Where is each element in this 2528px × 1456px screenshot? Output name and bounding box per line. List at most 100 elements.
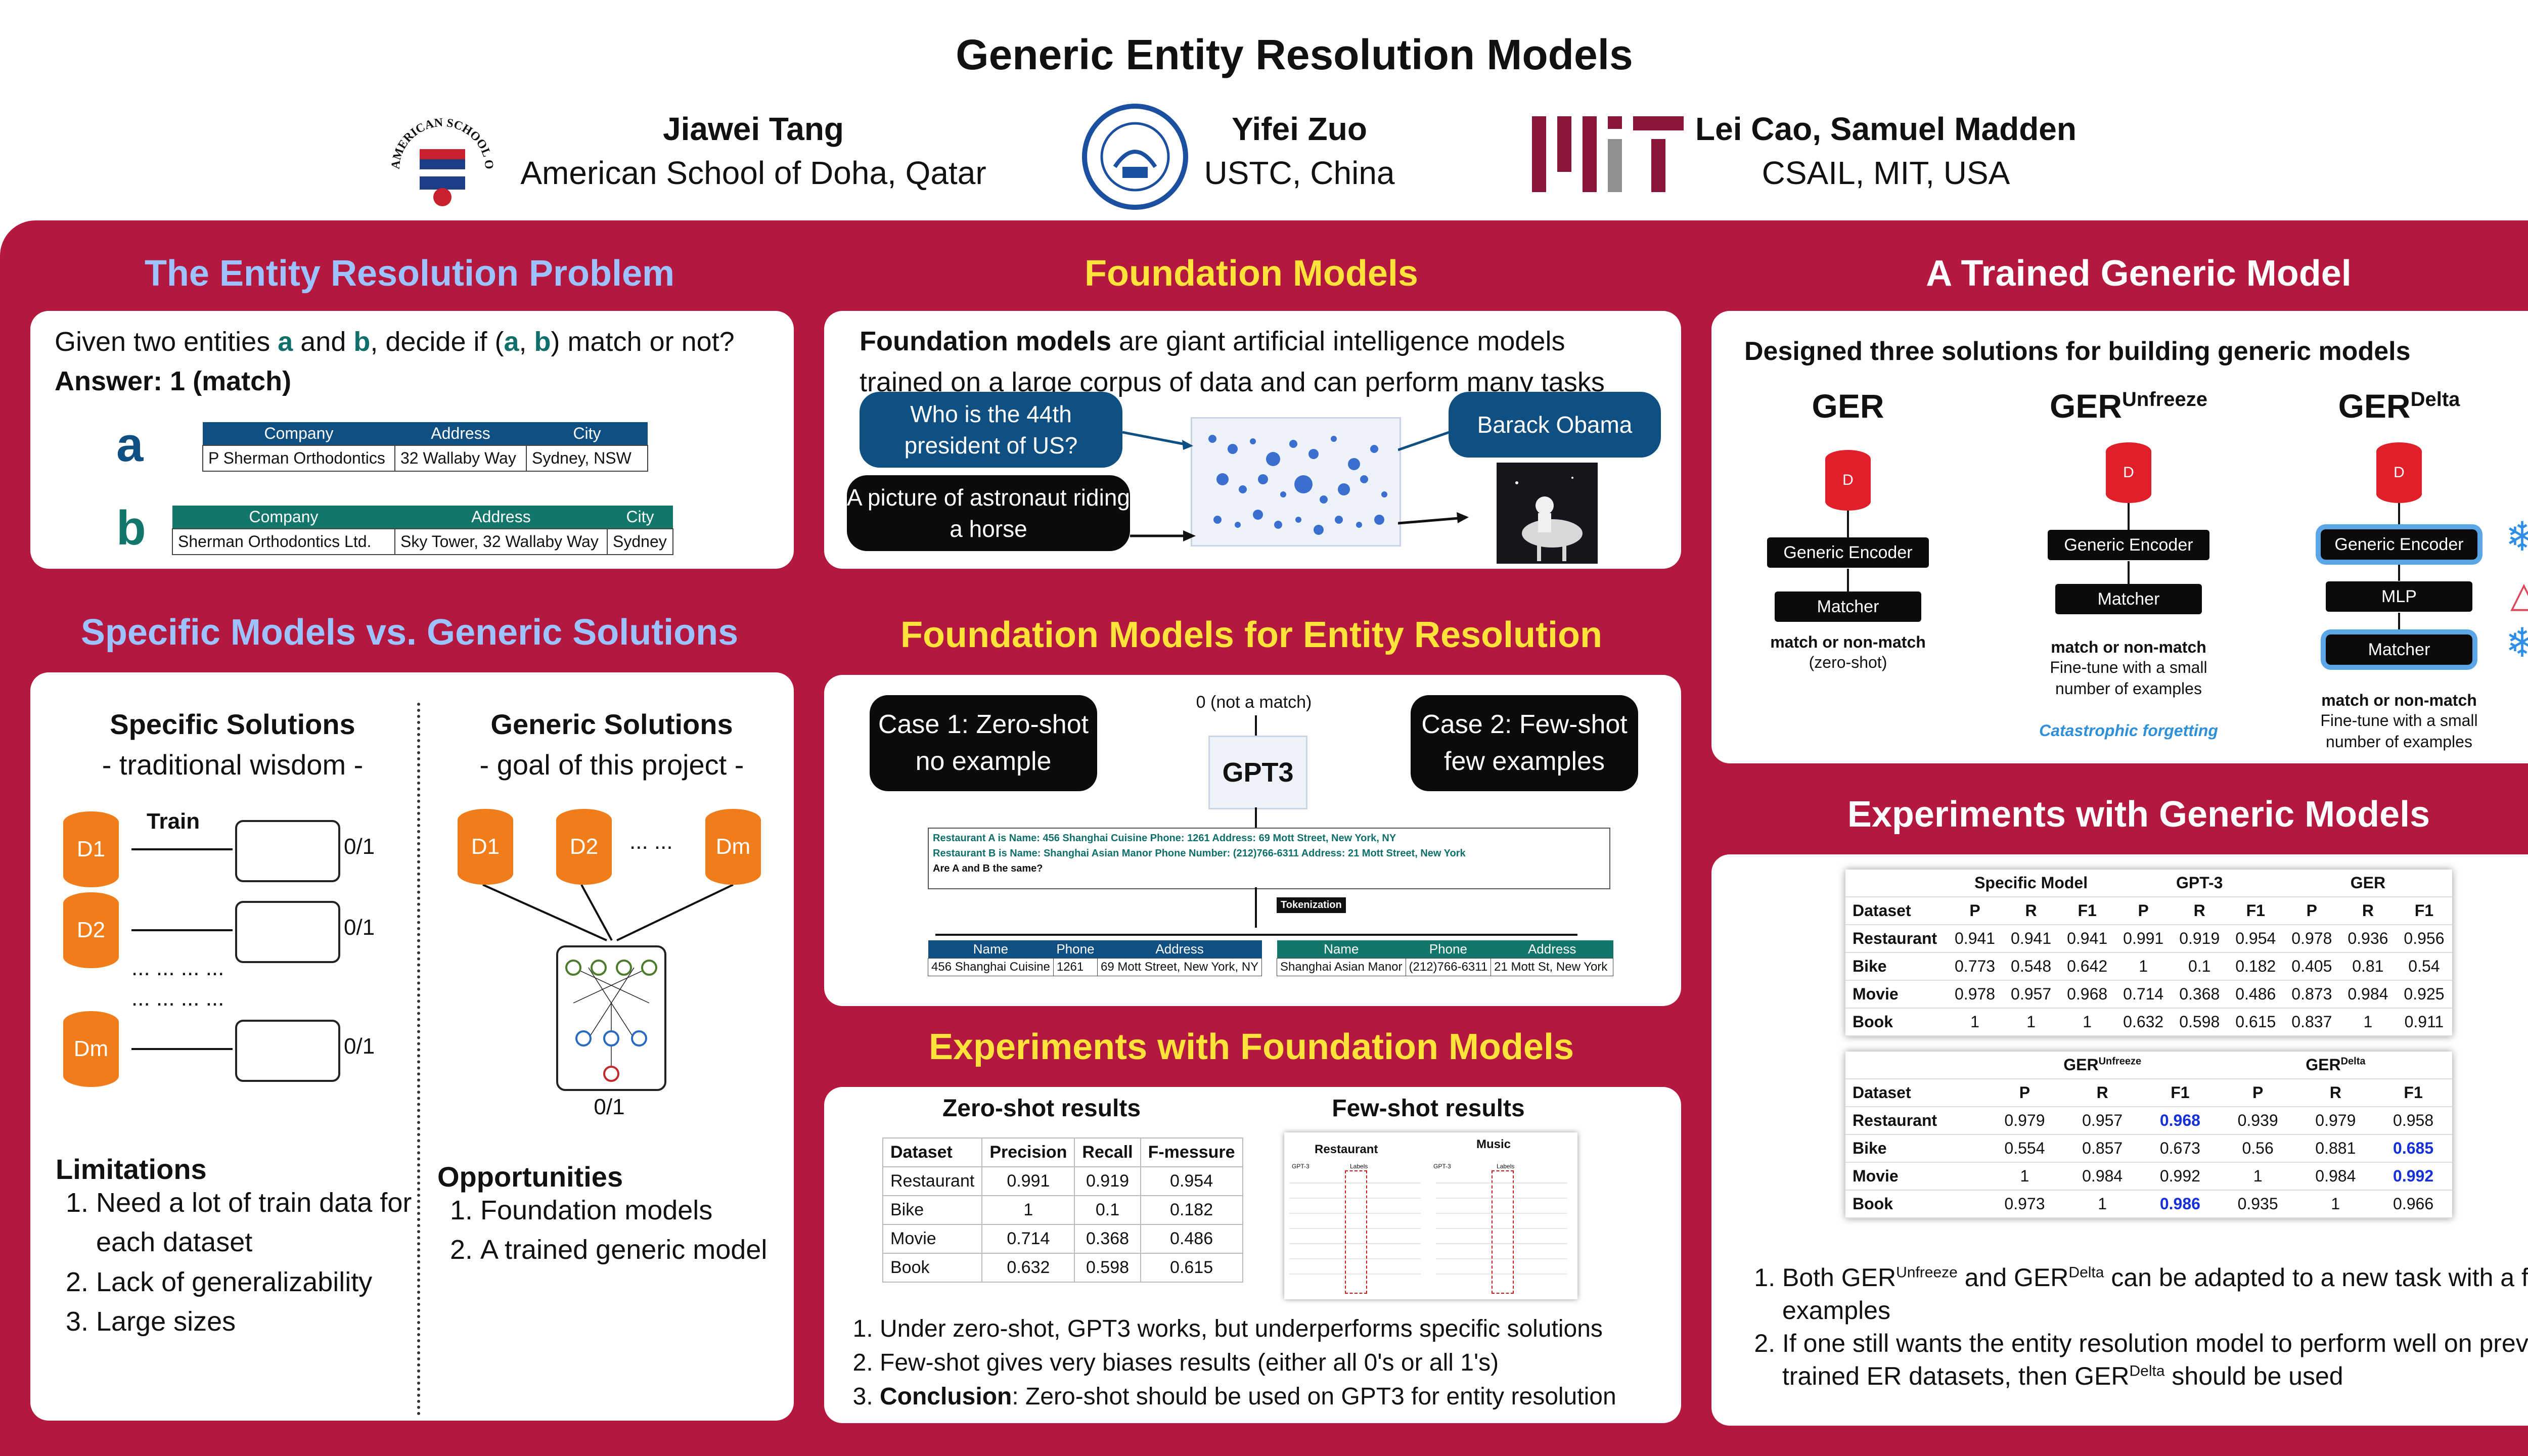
entity-b-label: b	[116, 501, 146, 555]
value-cell: 0.598	[2171, 1008, 2228, 1036]
ellipsis-row: ... ...	[629, 829, 673, 854]
value-cell: 0.984	[2296, 1162, 2375, 1191]
tokenization-label: Tokenization	[1277, 897, 1346, 913]
output-label: 0/1	[344, 915, 375, 940]
american-school-of-doha-seal: AMERICAN SCHOOL OF DOHA	[380, 99, 501, 210]
value-cell: 0.968	[2141, 1107, 2219, 1135]
value-cell: 0.685	[2374, 1134, 2452, 1163]
fm-notes-list: Under zero-shot, GPT3 works, but underpe…	[824, 1312, 1729, 1414]
fine-tune-note: Fine-tune with a small number of example…	[2320, 711, 2478, 751]
value-cell: 0.958	[2374, 1107, 2452, 1135]
catastrophic-forgetting-note: Catastrophic forgetting	[2039, 721, 2218, 740]
value-cell: 0.881	[2296, 1134, 2375, 1163]
database-icon: D	[1825, 450, 1871, 511]
generic-neural-network-icon	[556, 945, 666, 1091]
few-shot-title: Few-shot results	[1332, 1095, 1525, 1122]
value-cell: 0.956	[2396, 925, 2452, 953]
zero-shot-note: (zero-shot)	[1809, 653, 1887, 671]
specific-solutions-title: Specific Solutions	[110, 708, 355, 740]
value-cell: 0.911	[2396, 1008, 2452, 1036]
opportunity-item: Foundation models	[480, 1191, 860, 1230]
train-arrow	[131, 848, 233, 850]
note-item: Both GERUnfreeze and GERDelta can be ada…	[1782, 1261, 2528, 1327]
output-label: 0/1	[344, 834, 375, 859]
er-problem-card: Given two entities a and b, decide if (a…	[30, 311, 794, 569]
author-affiliation-2: USTC, China	[1204, 155, 1395, 191]
highlight-column	[1492, 1170, 1514, 1294]
ger-model-title: GER	[1812, 387, 1884, 425]
section-title-er-problem: The Entity Resolution Problem	[144, 253, 675, 294]
output-label: match or non-match	[2321, 691, 2477, 709]
dataset-cell: Restaurant	[1845, 925, 1947, 953]
merge-arrows	[455, 884, 779, 945]
value-cell: 0.992	[2374, 1162, 2452, 1191]
value-cell: 0.935	[2219, 1190, 2297, 1218]
dataset-cell: Book	[1845, 1190, 1986, 1218]
tokenization-arrow	[1255, 887, 1257, 928]
ellipsis-row: ... ... ... ...	[131, 986, 224, 1011]
prompt-box: Restaurant A is Name: 456 Shanghai Cuisi…	[928, 828, 1610, 889]
specific-solutions-subtitle: - traditional wisdom -	[102, 749, 364, 781]
value-cell: 0.973	[1985, 1190, 2064, 1218]
database-icon: D	[2106, 442, 2151, 503]
section-title-generic-experiments: Experiments with Generic Models	[1847, 794, 2430, 835]
value-cell: 1	[2219, 1162, 2297, 1191]
value-cell: 0.992	[2141, 1162, 2219, 1191]
author-name-2: Yifei Zuo	[1232, 111, 1367, 147]
opportunity-item: A trained generic model	[480, 1230, 860, 1269]
highlight-column	[1345, 1170, 1367, 1294]
fine-tune-note: Fine-tune with a small number of example…	[2050, 658, 2207, 698]
value-cell: 0.919	[2171, 925, 2228, 953]
value-cell: 0.966	[2374, 1190, 2452, 1218]
output-label: match or non-match	[1770, 633, 1926, 651]
section-title-fm-for-er: Foundation Models for Entity Resolution	[900, 615, 1602, 655]
author-name-1: Jiawei Tang	[662, 111, 844, 147]
section-title-specific-vs-generic: Specific Models vs. Generic Solutions	[80, 612, 739, 653]
value-cell: 0.632	[2115, 1008, 2172, 1036]
value-cell: 0.368	[2171, 980, 2228, 1009]
poster-title: Generic Entity Resolution Models	[956, 31, 1633, 78]
tables-connector	[935, 934, 1577, 936]
value-cell: 0.773	[1947, 952, 2003, 981]
astronaut-riding-horse-image	[1497, 463, 1598, 564]
specific-generic-card: Specific Solutions - traditional wisdom …	[30, 672, 794, 1421]
value-cell: 1	[2003, 1008, 2059, 1036]
fm-er-card: Case 1: Zero-shot no example Case 2: Few…	[824, 675, 1681, 1006]
note-item: If one still wants the entity resolution…	[1782, 1327, 2528, 1393]
prompt-president-question: Who is the 44th president of US?	[860, 392, 1122, 468]
ger-unfreeze-model-title: GERUnfreeze	[2050, 387, 2207, 425]
few-shot-results-image: Restaurant Music GPT-3 Labels GPT-3 Labe…	[1284, 1132, 1577, 1299]
ustc-seal	[1079, 101, 1191, 212]
snowflake-frozen-icon: ❄	[2505, 514, 2528, 559]
case-few-shot: Case 2: Few-shot few examples	[1411, 695, 1638, 791]
generic-encoder-box: Generic Encoder	[2048, 530, 2209, 560]
value-cell: 0.978	[1947, 980, 2003, 1009]
value-cell: 1	[1947, 1008, 2003, 1036]
snowflake-frozen-icon: ❄	[2505, 620, 2528, 665]
dataset-d1-cylinder: D1	[63, 811, 119, 887]
value-cell: 1	[2115, 952, 2172, 981]
output-label: match or non-match	[2051, 638, 2206, 656]
generic-notes-list: Both GERUnfreeze and GERDelta can be ada…	[1711, 1261, 2528, 1393]
value-cell: 0.939	[2219, 1107, 2297, 1135]
value-cell: 0.968	[2059, 980, 2115, 1009]
dataset-d2-cylinder: D2	[63, 892, 119, 968]
value-cell: 1	[1985, 1162, 2064, 1191]
model-output-label: 0 (not a match)	[1196, 693, 1312, 712]
value-cell: 0.54	[2396, 952, 2452, 981]
flow-arrow	[2398, 565, 2400, 581]
mit-logo	[1532, 116, 1684, 192]
matcher-box: Matcher	[2326, 634, 2472, 665]
dataset-cell: Bike	[1845, 952, 1947, 981]
value-cell: 0.941	[1947, 925, 2003, 953]
output-label: 0/1	[344, 1034, 375, 1059]
